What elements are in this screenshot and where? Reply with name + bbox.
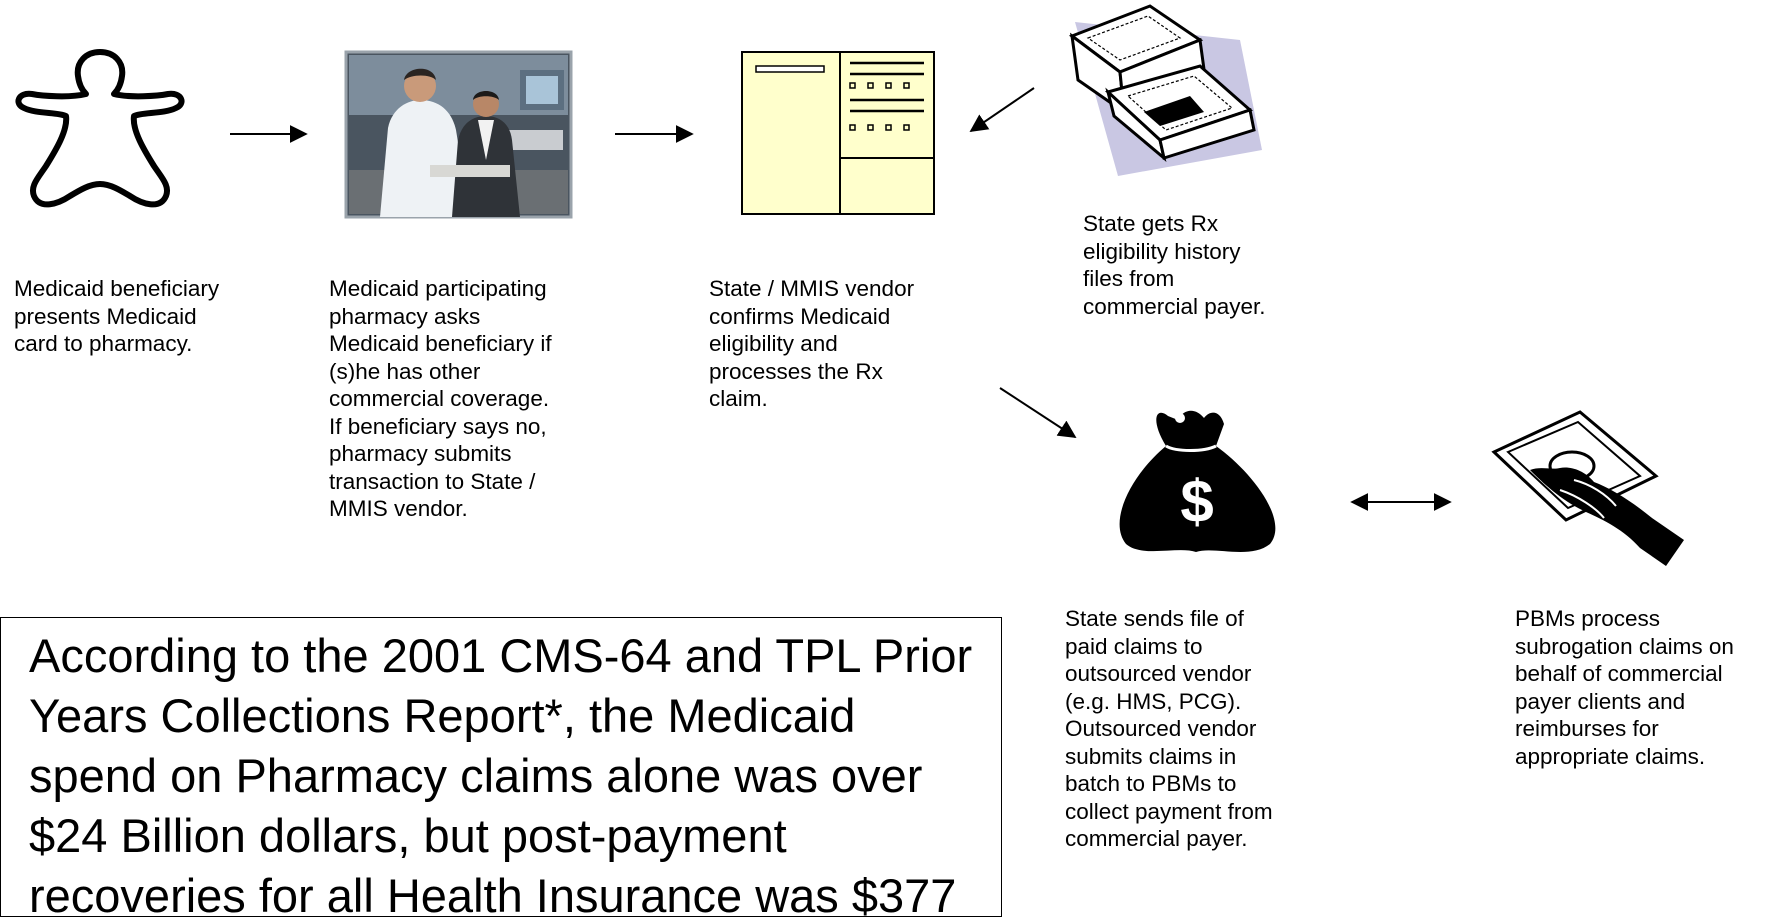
step-caption-vendor: State sends file of paid claims to outso… [1065, 606, 1273, 851]
flow-diagram: $ [15, 4, 1684, 566]
step-caption-pharmacy: Medicaid participating pharmacy asks Med… [329, 276, 552, 521]
money-bag-icon [1119, 410, 1276, 552]
step-caption-eligibility: State gets Rx eligibility history files … [1083, 211, 1266, 319]
claim-form-icon [741, 51, 935, 215]
hand-with-money-icon [1491, 410, 1684, 566]
step-caption-mmis: State / MMIS vendor confirms Medicaid el… [709, 276, 915, 411]
arrow-4 [999, 387, 1077, 438]
statistics-callout: According to the 2001 CMS-64 and TPL Pri… [0, 617, 1002, 917]
pharmacy-photo [344, 50, 573, 219]
person-outline-icon [15, 49, 185, 208]
step-caption-beneficiary: Medicaid beneficiary presents Medicaid c… [14, 276, 220, 356]
floppy-disks-icon [1068, 4, 1262, 176]
money-bag-symbol: $ [1180, 468, 1213, 535]
arrow-3 [969, 87, 1035, 133]
statistics-callout-text: According to the 2001 CMS-64 and TPL Pri… [29, 629, 973, 917]
step-caption-pbm: PBMs process subrogation claims on behal… [1515, 606, 1734, 769]
